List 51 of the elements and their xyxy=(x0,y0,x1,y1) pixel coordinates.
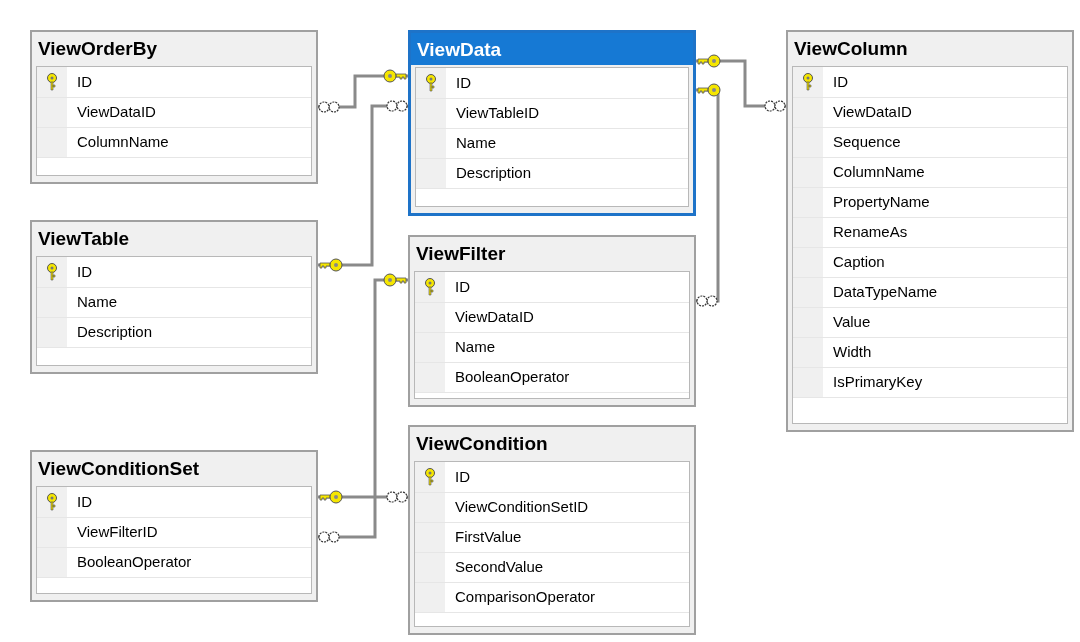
column-name: ViewTableID xyxy=(456,104,540,121)
column-name: ID xyxy=(455,278,470,295)
column-name: ID xyxy=(455,468,470,485)
relationship-line xyxy=(318,278,408,543)
column-name: BooleanOperator xyxy=(77,553,192,570)
table-box xyxy=(408,30,696,216)
relationship-line xyxy=(696,59,786,112)
column-name: PropertyName xyxy=(833,193,930,210)
column-name: Name xyxy=(456,134,496,151)
table-box xyxy=(408,425,696,635)
column-name: Description xyxy=(456,164,532,181)
column-name: BooleanOperator xyxy=(455,368,570,385)
table-name: ViewCondition xyxy=(415,432,549,456)
column-name: ViewDataID xyxy=(833,103,912,120)
column-name: ID xyxy=(77,493,92,510)
column-name: ComparisonOperator xyxy=(455,588,596,605)
column-name: ID xyxy=(456,74,471,91)
column-name: Caption xyxy=(833,253,885,270)
table-box xyxy=(30,220,318,374)
column-name: FirstValue xyxy=(455,528,522,545)
column-name: Name xyxy=(77,293,117,310)
column-name: Name xyxy=(455,338,495,355)
column-name: Width xyxy=(833,343,872,360)
relationship-line xyxy=(696,88,720,307)
column-name: ID xyxy=(77,73,92,90)
table-name: ViewConditionSet xyxy=(37,457,201,481)
column-name: ColumnName xyxy=(833,163,925,180)
column-name: ID xyxy=(833,73,848,90)
column-name: ViewDataID xyxy=(455,308,534,325)
table-name: ViewColumn xyxy=(793,37,909,61)
relationship-line xyxy=(318,74,408,113)
column-name: ColumnName xyxy=(77,133,169,150)
column-name: ViewDataID xyxy=(77,103,156,120)
table-name: ViewData xyxy=(411,33,693,65)
column-name: Sequence xyxy=(833,133,901,150)
column-name: Value xyxy=(833,313,871,330)
column-name: SecondValue xyxy=(455,558,544,575)
table-name: ViewOrderBy xyxy=(37,37,158,61)
column-name: DataTypeName xyxy=(833,283,938,300)
column-name: ID xyxy=(77,263,92,280)
column-name: RenameAs xyxy=(833,223,908,240)
table-box xyxy=(786,30,1074,432)
column-name: Description xyxy=(77,323,153,340)
column-name: IsPrimaryKey xyxy=(833,373,923,390)
table-box xyxy=(408,235,696,407)
table-box xyxy=(30,30,318,184)
table-box xyxy=(30,450,318,602)
column-name: ViewFilterID xyxy=(77,523,158,540)
table-name: ViewTable xyxy=(37,227,131,251)
table-name: ViewFilter xyxy=(415,242,507,266)
column-name: ViewConditionSetID xyxy=(455,498,589,515)
